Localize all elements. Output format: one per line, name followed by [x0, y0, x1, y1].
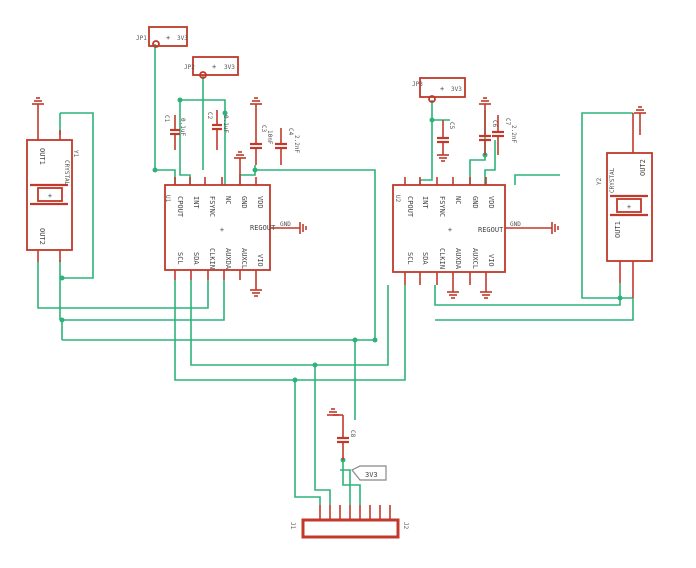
- capacitor-c7-ref: C7: [504, 118, 511, 126]
- pin-header-connector[interactable]: J1 J2: [289, 505, 409, 539]
- left-chip-pin-vio: VIO: [256, 254, 264, 267]
- capacitor-c1-ref: C1: [163, 115, 170, 123]
- capacitor-c4[interactable]: C4 2.2nF: [234, 128, 300, 177]
- left-supply-1-label: 3V3: [177, 35, 188, 42]
- left-supply-1-ref: JP1: [136, 35, 147, 42]
- capacitor-c6-ref: C6: [491, 120, 498, 128]
- capacitor-c1[interactable]: C1 0.1uF: [163, 115, 186, 150]
- capacitor-c2-value: 0.1uF: [222, 115, 229, 133]
- right-crystal-center-mark: +: [627, 203, 631, 211]
- capacitor-c4-value: 2.2nF: [293, 135, 300, 153]
- wire-net: [37, 44, 634, 505]
- right-chip-pin-clkin: CLKIN: [438, 248, 446, 269]
- right-chip-pin-regout: REGOUT: [478, 226, 504, 234]
- right-supply-plus: +: [440, 85, 444, 93]
- left-crystal-pin-out2: OUT2: [38, 228, 46, 245]
- left-chip-pin-cpout: CPOUT: [176, 196, 184, 218]
- left-crystal[interactable]: + OUT1 OUT2 Y1 CRYSTAL: [26, 97, 79, 262]
- right-supply-label: 3V3: [451, 86, 462, 93]
- left-chip-gnd-label: GND: [280, 221, 291, 228]
- right-crystal-pin-out2: OUT2: [639, 159, 647, 176]
- left-supply-1-plus: +: [166, 34, 170, 42]
- connector-3v3-tag[interactable]: 3V3: [351, 465, 387, 481]
- right-crystal-value: CRYSTAL: [609, 167, 616, 193]
- right-chip-pin-auxda: AUXDA: [454, 248, 462, 270]
- right-chip-pin-nc: NC: [454, 196, 462, 204]
- left-supply-2-label: 3V3: [224, 64, 235, 71]
- capacitor-c6[interactable]: C6: [479, 97, 498, 155]
- capacitor-c8[interactable]: C8: [327, 408, 356, 460]
- right-chip-pin-vdd: VDD: [487, 196, 495, 209]
- right-chip-pin-auxcl: AUXCL: [471, 248, 479, 269]
- right-chip-ref: U2: [394, 195, 401, 203]
- right-chip-gnd-label: GND: [510, 221, 521, 228]
- right-chip-center-mark: +: [448, 226, 452, 234]
- left-chip-pin-auxcl: AUXCL: [240, 248, 248, 269]
- left-chip[interactable]: + SCL SDA CLKIN AUXDA AUXCL VIO CPOUT IN…: [164, 177, 307, 290]
- left-chip-pin-regout: REGOUT: [250, 224, 276, 232]
- right-chip-pin-vio: VIO: [487, 254, 495, 267]
- left-chip-pin-auxda: AUXDA: [224, 248, 232, 270]
- capacitor-c7[interactable]: C7 2.2nF: [492, 115, 517, 155]
- left-chip-pin-nc: NC: [224, 196, 232, 204]
- left-supply-2-ref: JP2: [184, 64, 195, 71]
- ground-symbols: [250, 289, 492, 299]
- capacitor-c5[interactable]: C5: [437, 120, 455, 162]
- capacitor-c2[interactable]: C2 0.1uF: [206, 110, 229, 150]
- capacitor-c5-ref: C5: [448, 122, 455, 130]
- right-chip-pin-cpout: CPOUT: [406, 196, 414, 218]
- connector-ref-left: J1: [289, 522, 296, 530]
- left-chip-pin-gnd: GND: [240, 196, 248, 209]
- capacitor-c7-value: 2.2nF: [510, 125, 517, 143]
- right-crystal-ref: Y2: [596, 177, 603, 185]
- left-crystal-center-mark: +: [48, 192, 52, 200]
- left-crystal-pin-out1: OUT1: [38, 148, 46, 165]
- right-chip-pin-sda: SDA: [421, 252, 429, 265]
- capacitor-c3-ref: C3: [260, 125, 267, 133]
- left-chip-pin-sda: SDA: [192, 252, 200, 265]
- left-chip-pin-fsync: FSYNC: [208, 196, 216, 217]
- left-chip-pin-clkin: CLKIN: [208, 248, 216, 269]
- capacitor-c3[interactable]: C3 10nF: [250, 97, 273, 165]
- right-supply[interactable]: + 3V3 JP3: [412, 77, 466, 103]
- left-crystal-value: CRYSTAL: [63, 160, 70, 186]
- capacitor-c2-ref: C2: [206, 112, 213, 120]
- right-chip-pin-int: INT: [421, 196, 429, 209]
- capacitor-c4-ref: C4: [287, 128, 294, 136]
- left-chip-pin-int: INT: [192, 196, 200, 209]
- connector-ref-right: J2: [402, 522, 409, 530]
- left-supply-1[interactable]: + 3V3 JP1: [136, 26, 188, 48]
- capacitor-c1-value: 0.1uF: [179, 118, 186, 136]
- capacitor-c8-ref: C8: [349, 430, 356, 438]
- capacitor-c3-value: 10nF: [266, 130, 273, 145]
- right-chip-pin-gnd: GND: [471, 196, 479, 209]
- right-chip-pin-scl: SCL: [406, 252, 414, 265]
- left-chip-pin-vdd: VDD: [256, 196, 264, 209]
- connector-3v3-tag-label: 3V3: [365, 471, 378, 479]
- left-chip-center-mark: +: [220, 226, 224, 234]
- junctions: [59, 97, 623, 463]
- right-crystal-pin-out1: OUT1: [614, 221, 622, 238]
- right-chip-pin-fsync: FSYNC: [438, 196, 446, 217]
- left-chip-pin-scl: SCL: [176, 252, 184, 265]
- left-supply-2-plus: +: [212, 63, 216, 71]
- right-supply-ref: JP3: [412, 81, 423, 88]
- left-supply-2[interactable]: + 3V3 JP2: [184, 56, 239, 79]
- left-crystal-ref: Y1: [72, 150, 79, 158]
- right-chip[interactable]: + SCL SDA CLKIN AUXDA AUXCL VIO CPOUT IN…: [392, 177, 559, 292]
- left-chip-ref: U1: [164, 195, 171, 203]
- right-crystal[interactable]: + OUT1 OUT2 Y2 CRYSTAL: [596, 106, 653, 298]
